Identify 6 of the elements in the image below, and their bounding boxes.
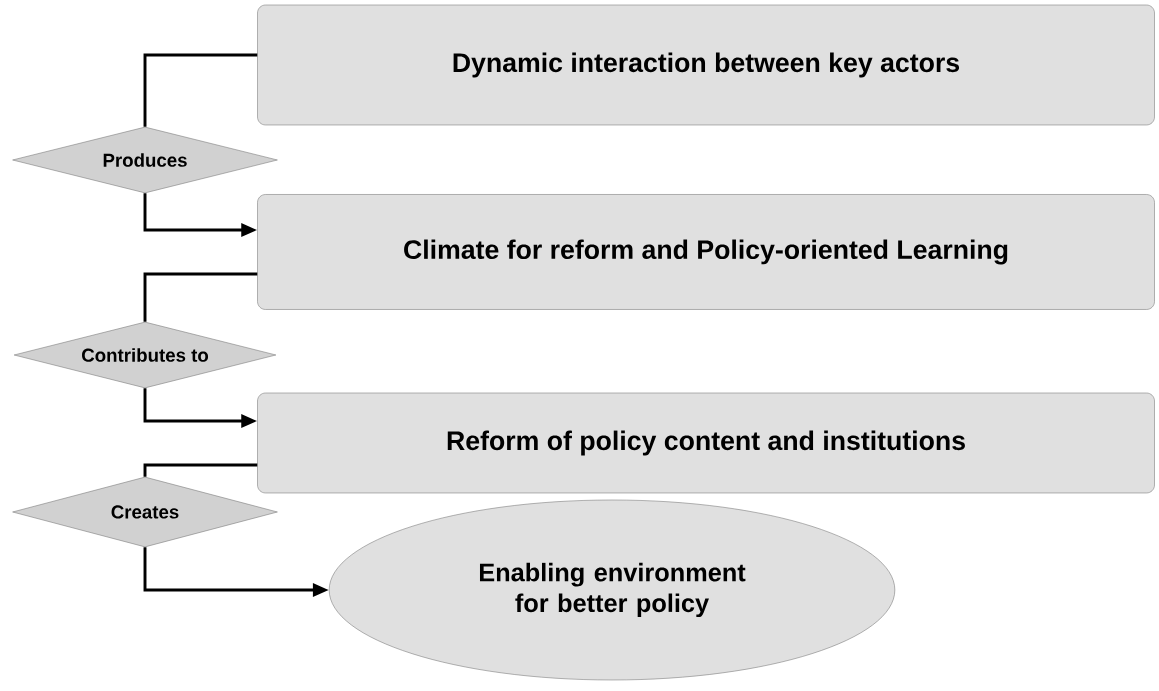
process-box: Dynamic interaction between key actors — [257, 4, 1155, 126]
process-box: Reform of policy content and institutions — [257, 392, 1155, 494]
connector-line — [143, 463, 258, 477]
connector-line — [143, 53, 258, 127]
process-box: Climate for reform and Policy-oriented Learning — [257, 194, 1155, 310]
connector-line — [143, 272, 258, 322]
